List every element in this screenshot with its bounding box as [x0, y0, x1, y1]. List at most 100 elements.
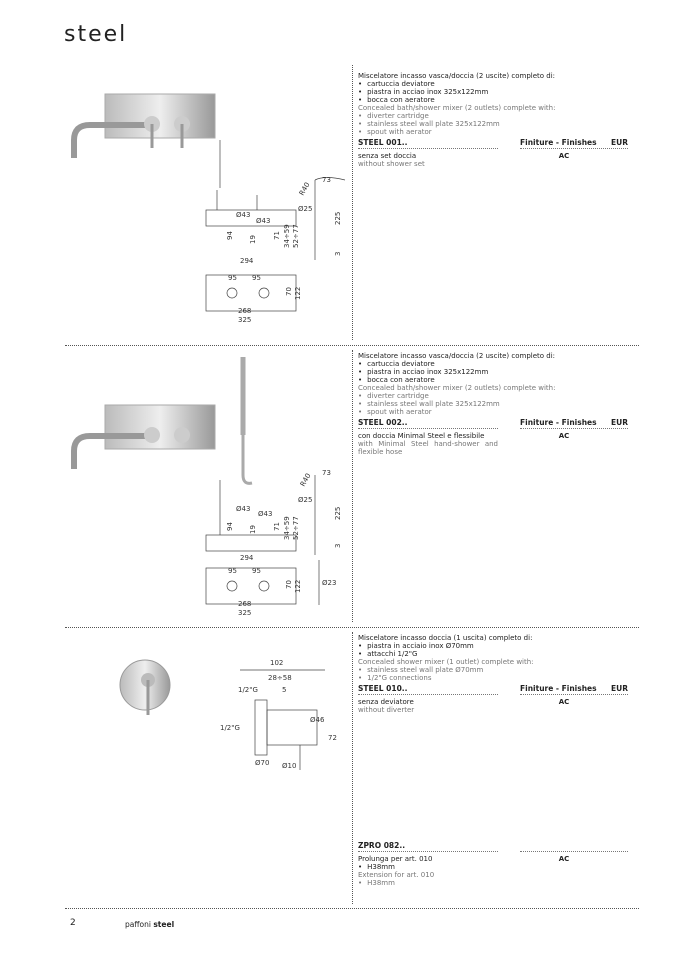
- dimension-label: 95: [228, 274, 237, 282]
- dimension-label: 19: [249, 525, 257, 534]
- dimension-label: Ø43: [236, 211, 250, 219]
- feature: H38mm: [358, 863, 498, 871]
- dimension-label: Ø46: [310, 716, 325, 724]
- dimension-label: 19: [249, 235, 257, 244]
- dimension-label: 3: [334, 544, 342, 548]
- variant-it: senza deviatore: [358, 698, 414, 706]
- dimension-label: 268: [238, 307, 251, 315]
- dimension-label: 34÷59: [283, 516, 291, 540]
- product-steel-010: Miscelatore incasso doccia (1 uscita) co…: [358, 634, 628, 714]
- divider: [65, 345, 639, 346]
- dimension-label: 95: [252, 567, 261, 575]
- dimension-label: 70: [285, 580, 293, 589]
- feature: H38mm: [358, 879, 498, 887]
- product-code: STEEL 010..: [358, 685, 498, 695]
- dimension-label: 122: [294, 287, 302, 300]
- dimension-label: 34÷59: [283, 224, 291, 248]
- finish-code: AC: [558, 432, 570, 440]
- eur-header: EUR: [611, 138, 628, 147]
- feature: piastra in acciaio inox Ø70mm: [358, 642, 628, 650]
- dimension-label: 52÷77: [292, 224, 300, 248]
- product-zpro-082: ZPRO 082.. Prolunga per art. 010H38mmExt…: [358, 842, 628, 887]
- divider: [352, 350, 353, 622]
- feature: stainless steel wall plate 325x122mm: [358, 120, 628, 128]
- technical-drawing: [205, 475, 320, 605]
- eur-header: EUR: [611, 684, 628, 693]
- divider: [65, 627, 639, 628]
- feature: stainless steel wall plate Ø70mm: [358, 666, 628, 674]
- product-steel-002: Miscelatore incasso vasca/doccia (2 usci…: [358, 352, 628, 456]
- product-steel-001-images: 73 R40 Ø25 225 3 Ø43 Ø43 94 19 71 34÷59 …: [71, 93, 346, 324]
- feature: bocca con aeratore: [358, 96, 628, 104]
- dimension-label: 72: [328, 734, 337, 742]
- dimension-label: 225: [334, 212, 342, 225]
- product-steel-010-images: 102 28÷58 1/2"G 5 1/2"G Ø46 72 Ø70 Ø10: [119, 659, 337, 770]
- dimension-label: 294: [240, 257, 254, 265]
- finish-code: AC: [558, 698, 570, 706]
- dimension-label: 1/2"G: [238, 686, 258, 694]
- feature: piastra in acciao inox 325x122mm: [358, 368, 628, 376]
- dimension-label: Ø23: [322, 579, 336, 587]
- feature: diverter cartridge: [358, 112, 628, 120]
- feature: attacchi 1/2"G: [358, 650, 628, 658]
- product-code: STEEL 002..: [358, 419, 498, 429]
- technical-drawing: [205, 140, 346, 312]
- variant-en: Extension for art. 010: [358, 871, 435, 879]
- dimension-label: 94: [226, 522, 234, 531]
- variant-it: Prolunga per art. 010: [358, 855, 433, 863]
- dimension-label: 95: [252, 274, 261, 282]
- faucet-photo: [71, 93, 216, 158]
- dimension-label: Ø43: [236, 505, 250, 513]
- finishes-header: Finiture - Finishes: [520, 138, 597, 147]
- en-title: Concealed bath/shower mixer (2 outlets) …: [358, 104, 556, 112]
- footer-brand: paffoni: [125, 920, 151, 929]
- finish-code: AC: [558, 855, 570, 863]
- page-title: steel: [64, 22, 128, 47]
- dimension-label: 268: [238, 600, 251, 608]
- divider: [352, 632, 353, 904]
- dimension-label: Ø10: [282, 762, 296, 770]
- dimension-label: 325: [238, 316, 251, 324]
- it-title: Miscelatore incasso vasca/doccia (2 usci…: [358, 72, 556, 80]
- product-code: STEEL 001..: [358, 139, 498, 149]
- dimension-label: 294: [240, 554, 254, 562]
- dimension-label: 102: [270, 659, 283, 667]
- dimension-label: 73: [322, 176, 331, 184]
- variant-it: senza set doccia: [358, 152, 417, 160]
- feature: spout with aerator: [358, 128, 628, 136]
- page-number: 2: [70, 918, 76, 928]
- en-title: Concealed bath/shower mixer (2 outlets) …: [358, 384, 556, 392]
- en-title: Concealed shower mixer (1 outlet) comple…: [358, 658, 534, 666]
- dimension-label: 52÷77: [292, 516, 300, 540]
- feature: 1/2"G connections: [358, 674, 628, 682]
- finishes-header: Finiture - Finishes: [520, 418, 597, 427]
- eur-header: EUR: [611, 418, 628, 427]
- dimension-label: 71: [273, 231, 281, 240]
- dimension-label: 325: [238, 609, 251, 617]
- feature: stainless steel wall plate 325x122mm: [358, 400, 628, 408]
- feature: piastra in acciao inox 325x122mm: [358, 88, 628, 96]
- dimension-label: 95: [228, 567, 237, 575]
- dimension-label: Ø70: [255, 759, 269, 767]
- variant-it: con doccia Minimal Steel e flessibile: [358, 432, 485, 440]
- finishes-header: Finiture - Finishes: [520, 684, 597, 693]
- dimension-label: Ø43: [256, 217, 270, 225]
- dimension-label: Ø25: [298, 496, 312, 504]
- dimension-label: 5: [282, 686, 286, 694]
- dimension-label: 1/2"G: [220, 724, 240, 732]
- feature: bocca con aeratore: [358, 376, 628, 384]
- dimension-label: 70: [285, 287, 293, 296]
- divider: [65, 908, 639, 909]
- footer-series: steel: [153, 920, 175, 929]
- faucet-photo: [71, 357, 253, 485]
- divider: [352, 65, 353, 340]
- faucet-photo: [119, 659, 171, 715]
- feature: cartuccia deviatore: [358, 360, 628, 368]
- variant-en: without diverter: [358, 706, 415, 714]
- product-steel-002-images: 73 R40 Ø25 225 3 Ø43 Ø43 94 19 71 34÷59 …: [71, 357, 342, 617]
- feature: cartuccia deviatore: [358, 80, 628, 88]
- finish-code: AC: [558, 152, 570, 160]
- dimension-label: 28÷58: [268, 674, 292, 682]
- dimension-label: Ø43: [258, 510, 272, 518]
- it-title: Miscelatore incasso vasca/doccia (2 usci…: [358, 352, 556, 360]
